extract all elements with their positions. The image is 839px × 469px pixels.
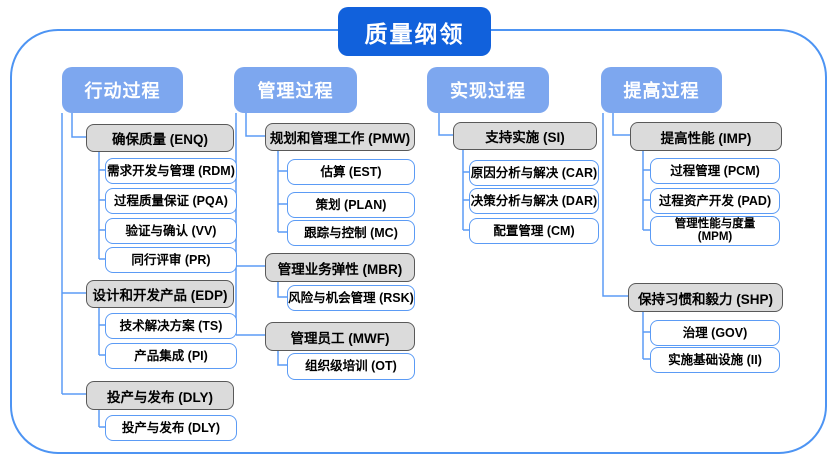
header-improvement-process: 提高过程 xyxy=(601,67,722,113)
node-enq: 确保质量 (ENQ) xyxy=(86,124,234,152)
node-mbr: 管理业务弹性 (MBR) xyxy=(265,253,415,282)
node-pmw: 规划和管理工作 (PMW) xyxy=(265,123,415,151)
node-est: 估算 (EST) xyxy=(287,159,415,185)
node-mc: 跟踪与控制 (MC) xyxy=(287,220,415,246)
node-mpm: 管理性能与度量 (MPM) xyxy=(650,216,780,246)
node-ot: 组织级培训 (OT) xyxy=(287,353,415,380)
node-rsk: 风险与机会管理 (RSK) xyxy=(287,285,415,311)
node-vv: 验证与确认 (VV) xyxy=(105,218,237,244)
header-realization-process: 实现过程 xyxy=(427,67,549,113)
diagram-title: 质量纲领 xyxy=(338,7,491,56)
node-mwf: 管理员工 (MWF) xyxy=(265,322,415,351)
node-plan: 策划 (PLAN) xyxy=(287,192,415,218)
node-dly: 投产与发布 (DLY) xyxy=(86,381,234,410)
node-pcm: 过程管理 (PCM) xyxy=(650,158,780,184)
node-rdm: 需求开发与管理 (RDM) xyxy=(105,158,237,184)
node-ii: 实施基础设施 (II) xyxy=(650,347,780,373)
header-management-process: 管理过程 xyxy=(234,67,357,113)
node-pi: 产品集成 (PI) xyxy=(105,343,237,369)
node-gov: 治理 (GOV) xyxy=(650,320,780,346)
node-shp: 保持习惯和毅力 (SHP) xyxy=(628,283,783,312)
node-pad: 过程资产开发 (PAD) xyxy=(650,188,780,214)
node-ts: 技术解决方案 (TS) xyxy=(105,313,237,339)
node-dar: 决策分析与解决 (DAR) xyxy=(469,188,599,214)
node-si: 支持实施 (SI) xyxy=(453,122,597,150)
node-edp: 设计和开发产品 (EDP) xyxy=(86,280,234,308)
node-dly-sub: 投产与发布 (DLY) xyxy=(105,415,237,441)
node-car: 原因分析与解决 (CAR) xyxy=(469,160,599,186)
header-action-process: 行动过程 xyxy=(62,67,183,113)
node-pr: 同行评审 (PR) xyxy=(105,247,237,273)
node-imp: 提高性能 (IMP) xyxy=(630,122,782,151)
node-cm: 配置管理 (CM) xyxy=(469,218,599,244)
node-pqa: 过程质量保证 (PQA) xyxy=(105,188,237,214)
